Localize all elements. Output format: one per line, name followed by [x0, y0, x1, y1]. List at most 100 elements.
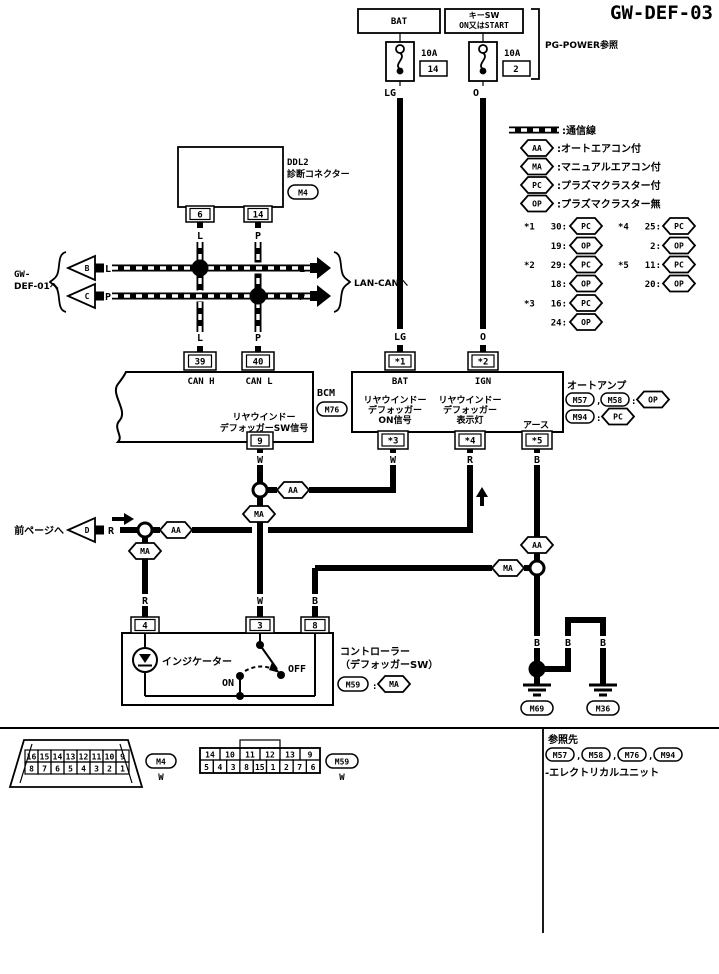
m4-pin: 2 [107, 765, 112, 774]
bcm-signal-label-2: デフォッガーSW信号 [220, 422, 308, 434]
amp-on-signal-3: ON信号 [378, 414, 411, 426]
bcm-pin-9: 9 [246, 431, 274, 450]
legend-aa-tag: AA [532, 144, 542, 153]
star-1-pc-hex [568, 217, 604, 235]
fuse-14-bottom-terminal [396, 67, 404, 75]
switch-off-dot [277, 671, 285, 679]
b-ctl-bg [309, 594, 322, 606]
star-3: *3 [524, 300, 535, 310]
amp-on-signal-2: デフォッガー [368, 404, 422, 416]
amp-pin-2-outer [467, 351, 499, 371]
m59-pin: 11 [245, 751, 255, 760]
wire-label-l-ddl2: L [197, 231, 203, 242]
ground-b-labels: B B B [531, 636, 610, 649]
star-2: *2 [524, 261, 535, 271]
m4-face-outline [8, 739, 144, 788]
w-aa-tag: AA [288, 486, 298, 495]
ref-sep-1: , [576, 752, 581, 762]
amp-pin-4-number: *4 [465, 437, 476, 447]
wire-label-lg-bottom: LG [391, 330, 409, 343]
b-gnd1-bg [531, 636, 544, 648]
ddl2-pin-6-inner [189, 207, 211, 221]
ddl2-pin-6: 6 [185, 205, 215, 223]
ground-m69-oval [520, 700, 554, 716]
ground-m69-id: M69 [530, 705, 545, 714]
lg-label-bg [391, 330, 409, 342]
bcm-signal-label-1: リヤウインドー [232, 412, 295, 423]
fuse-14-element [397, 52, 403, 70]
fuse-14-number: 14 [428, 65, 439, 75]
ddl2-connector-id: M4 [298, 189, 308, 198]
star-2-op-pin: 18: [551, 280, 567, 290]
m59-pin: 7 [297, 763, 302, 772]
m59-cell [305, 759, 321, 774]
fuse-14-amp-label: 10A [421, 49, 438, 59]
m59-pin: 5 [204, 763, 209, 772]
m59-pin: 9 [308, 751, 313, 760]
m4-pin: 12 [79, 753, 89, 762]
pg-power-bracket [531, 8, 540, 80]
ddl2-label-1: DDL2 [287, 158, 309, 168]
amp-name: オートアンプ [567, 379, 627, 392]
w-wire-junction-circle [251, 481, 269, 499]
legend-aa-text: :オートエアコン付 [557, 142, 641, 155]
m4-pin: 15 [40, 753, 50, 762]
lan-can-label: LAN-CANへ [354, 279, 408, 289]
r-aa-tag: AA [171, 526, 181, 535]
w-ma-hex [241, 505, 277, 523]
m4-color-code: W [158, 773, 164, 783]
amp-pin-3-inner [381, 433, 405, 447]
star-5-op-pin: 20: [645, 280, 661, 290]
legend-item-aa: AA :オートエアコン付 [519, 139, 641, 157]
switch-bus-dot [236, 692, 244, 700]
wire-label-o-top: O [473, 88, 479, 99]
gw-def01-label-1: GW- [14, 270, 30, 280]
amp-pin-3-outer [377, 430, 409, 450]
bat-supply-label: BAT [391, 17, 408, 27]
amp-conn-colon-1: : [631, 397, 636, 407]
switch-travel-arc [244, 665, 278, 672]
controller-box [121, 632, 334, 706]
b-pin5amp-bg [531, 453, 544, 465]
ground-m36-oval [586, 700, 620, 716]
page-connector-c-letter: C [85, 292, 90, 301]
w-pin9-bg [254, 453, 267, 465]
b-aa-hex [519, 536, 555, 554]
ctl-pin-3-number: 3 [257, 622, 262, 632]
amp-indicator-3: 表示灯 [455, 414, 483, 426]
amp-pin-4-outer [454, 430, 486, 450]
ctl-pin-4-number: 4 [142, 622, 148, 632]
amp-pin-5-outer [521, 430, 553, 450]
reference-head: 参照先 [548, 733, 578, 746]
key-sw-supply-box [444, 8, 524, 34]
m59-id-oval [325, 753, 359, 769]
legend-op-text: :プラズマクラスター無 [557, 198, 661, 211]
star-1-op-pin: 19: [551, 242, 567, 252]
m4-pin: 9 [120, 753, 125, 762]
fuse-2-amp-label: 10A [504, 49, 521, 59]
m4-pin-grid: 16 15 14 13 12 11 10 9 8 7 6 5 4 3 2 1 [24, 749, 130, 775]
gw-def01-label-2: DEF-01へ [14, 282, 59, 292]
wire-label-o-bottom: O [477, 330, 489, 343]
b-gnd3-bg [597, 636, 610, 648]
bcm-pin-40-outer [241, 351, 275, 371]
ground-symbol-m69: M69 [520, 683, 554, 716]
controller-ma-hex [376, 675, 412, 693]
wire-label-l-right: L [299, 264, 305, 275]
b-pin5amp-text: B [534, 455, 540, 466]
r-ma-tag: MA [140, 547, 150, 556]
star-3-op-tag: OP [581, 318, 591, 327]
comm-line-horizontals-stripe [112, 266, 310, 298]
amp-pin-1-number: *1 [395, 358, 406, 368]
ddl2-pin-6-number: 6 [197, 211, 202, 221]
ref-sep-3: , [648, 752, 653, 762]
legend-item-ma: MA :マニュアルエアコン付 [519, 157, 661, 176]
m4-pin: 14 [53, 753, 63, 762]
m4-id-text: M4 [156, 758, 166, 767]
wire-label-p-left: P [105, 292, 111, 303]
star-4-op-hex [661, 236, 697, 255]
ctl-pin-8-inner [304, 618, 326, 632]
star-1-op-hex [568, 236, 604, 255]
legend-op-hexagon [519, 194, 555, 213]
